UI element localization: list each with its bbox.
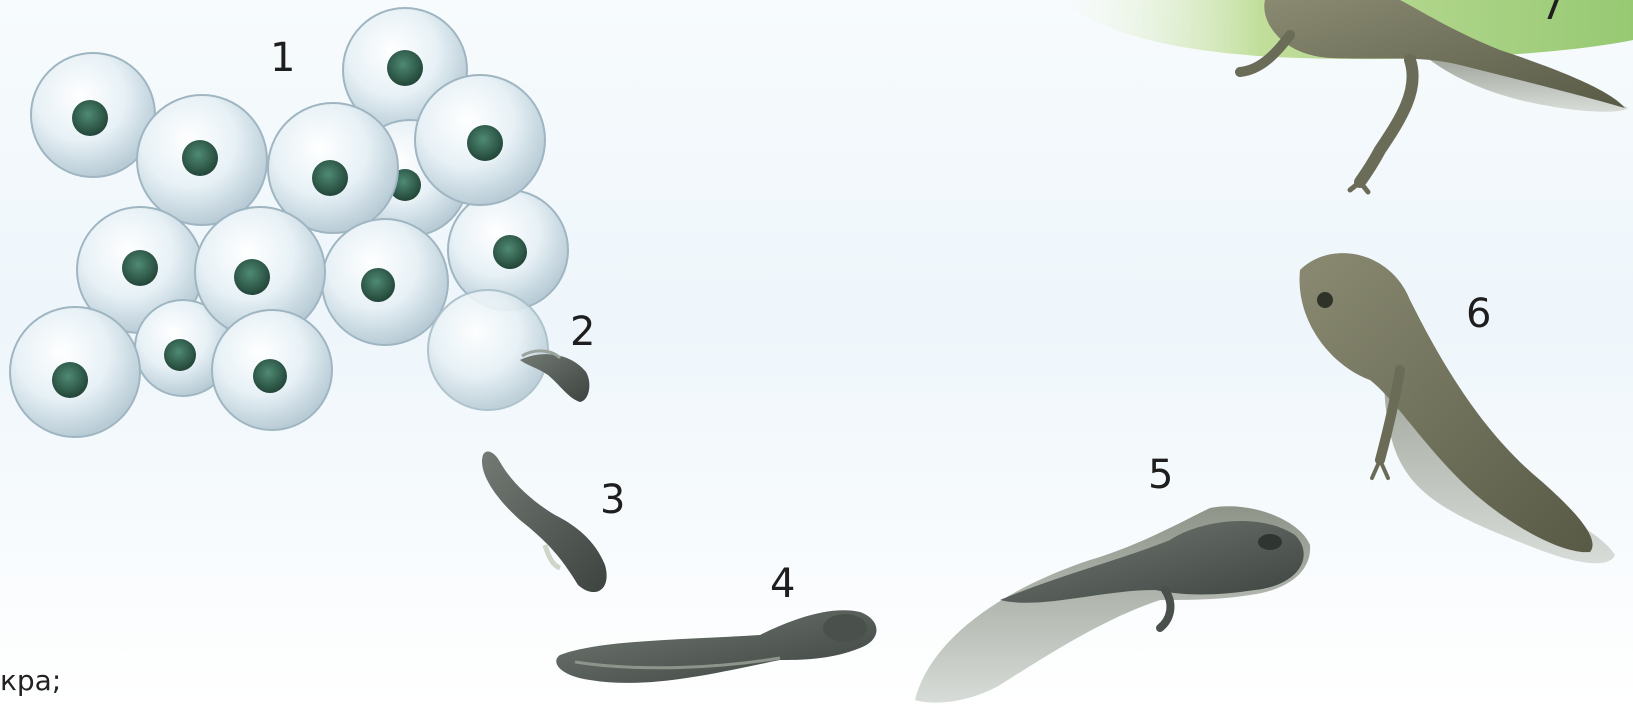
stage-label-3: 3: [600, 480, 625, 520]
tadpole-hind-legs: [915, 506, 1310, 702]
stage-label-1: 1: [270, 38, 295, 78]
stage-label-5: 5: [1148, 455, 1173, 495]
stage-label-4: 4: [770, 564, 795, 604]
hatching-egg: [428, 290, 589, 410]
early-tadpole: [482, 451, 607, 592]
tadpole-gills: [556, 610, 876, 683]
tadpole-with-legs: [1300, 253, 1615, 563]
caption-text: кра;: [0, 664, 61, 697]
stage-label-7: 7: [1540, 0, 1565, 26]
stage-label-2: 2: [570, 312, 595, 352]
stage-label-6: 6: [1466, 294, 1491, 334]
